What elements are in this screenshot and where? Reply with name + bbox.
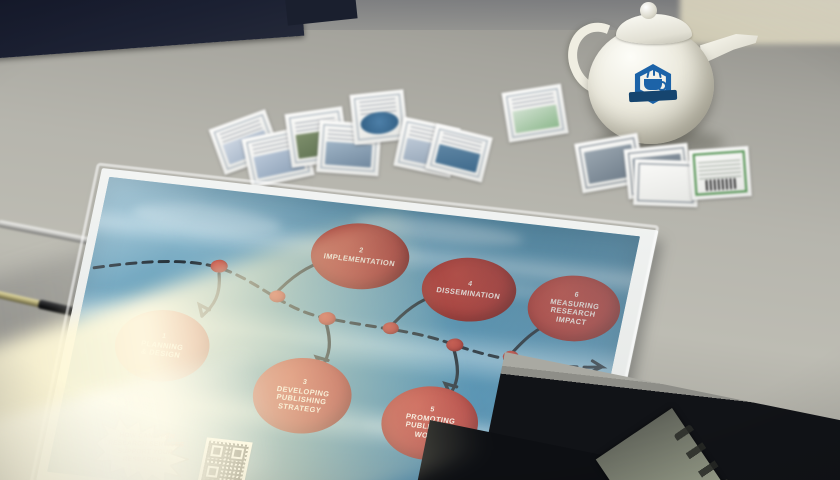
stage-label: DISSEMINATION	[435, 285, 501, 302]
stage-label: MEASURING RESEARCH IMPACT	[549, 296, 601, 327]
stage-label: DEVELOPING PUBLISHING STRATEGY	[275, 383, 331, 415]
steaming-cup-icon	[628, 64, 678, 104]
list-item	[501, 83, 569, 143]
teapot-spout	[700, 34, 758, 64]
teapot-knob	[640, 2, 657, 19]
teapot	[556, 0, 790, 175]
window-glow	[680, 0, 840, 44]
teapot-lid	[616, 14, 692, 44]
stage-label: PLANNING & DESIGN	[140, 338, 185, 361]
list-item	[688, 145, 752, 201]
stage-label: IMPLEMENTATION	[322, 251, 396, 269]
